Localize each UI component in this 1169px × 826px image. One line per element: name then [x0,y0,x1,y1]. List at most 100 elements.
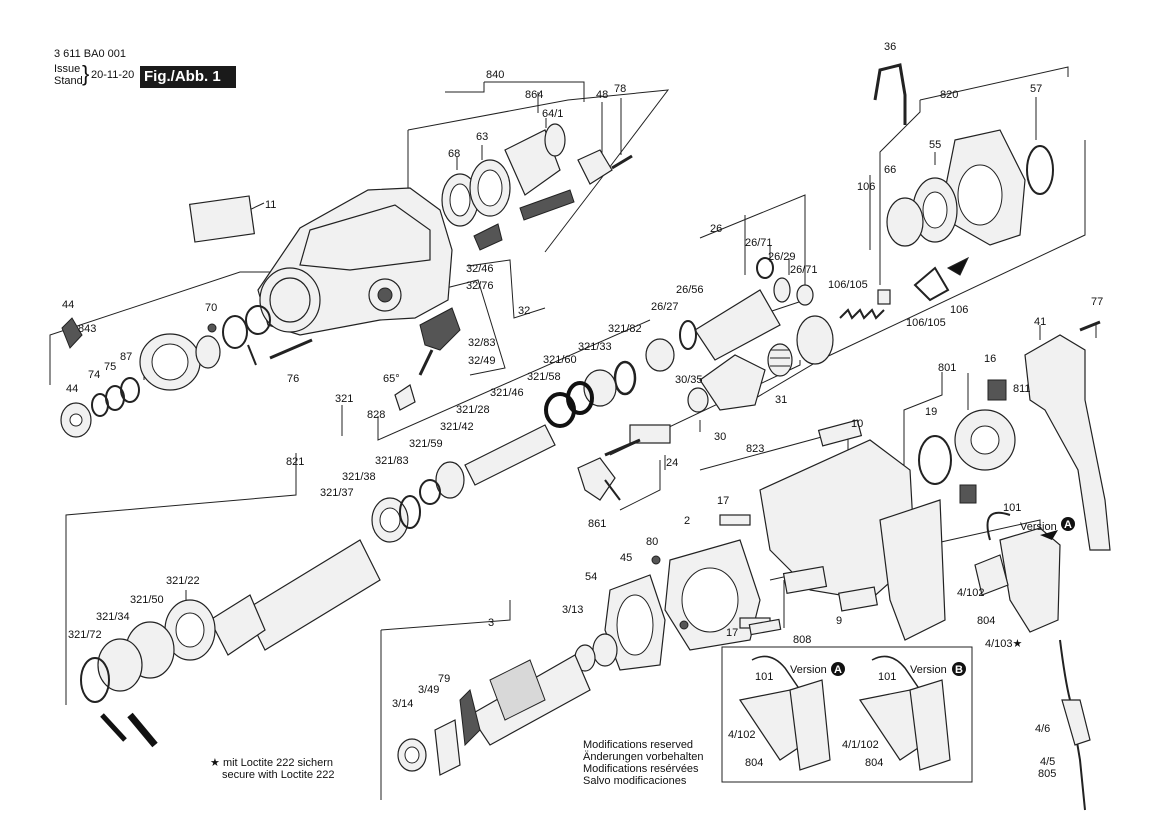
tool-icon-markers [100,712,158,748]
label-820: 820 [940,89,958,101]
mods-de: Änderungen vorbehalten [583,751,704,763]
mods-en: Modifications reserved [583,739,694,751]
switch-808 [974,511,1061,633]
label-79: 79 [438,673,450,685]
label-811: 811 [1013,383,1031,395]
label-821: 821 [286,456,304,468]
label-3: 3 [488,617,494,629]
label-75: 75 [104,361,116,373]
grease-tube-icon [473,189,575,251]
label-63: 63 [476,131,488,143]
spare-parts-label-plate [188,195,256,243]
label-66: 66 [884,164,896,176]
label-30: 30 [714,431,726,443]
bottom-plates-17 [748,565,878,636]
wobble-drive-30 [687,354,766,413]
inset-b-label-101: 101 [878,671,896,683]
bearing-ring-68 [441,173,479,227]
label-41: 41 [1034,316,1046,328]
label-65-deg: 65° [383,373,400,385]
mode-selector-knob [394,307,461,411]
piston-26 [645,257,814,372]
label-321-28: 321/28 [456,404,490,416]
label-78: 78 [614,83,626,95]
needle-sleeve-31 [767,343,793,377]
needle-bearing-63 [469,159,511,217]
label-861: 861 [588,518,606,530]
label-804: 804 [977,615,995,627]
label-44a: 44 [62,299,74,311]
plate-48 [577,149,613,185]
inset-a-label-101: 101 [755,671,773,683]
label-48: 48 [596,89,608,101]
label-76: 76 [287,373,299,385]
stand-label: Stand [54,75,83,87]
label-54: 54 [585,571,597,583]
callout-labels: 840 864 48 78 64/1 63 68 11 36 820 57 55… [62,41,1103,780]
screw-76 [269,338,313,360]
label-17b: 17 [726,627,738,639]
label-3-13: 3/13 [562,604,583,616]
star-icon: ★ [210,757,220,769]
label-321-42: 321/42 [440,421,474,433]
label-843: 843 [78,323,96,335]
figure-tag: Fig./Abb. 1 [140,66,236,88]
label-87: 87 [120,351,132,363]
spring-106 [839,289,891,320]
label-321-38: 321/38 [342,471,376,483]
label-74: 74 [88,369,100,381]
label-26-71b: 26/71 [790,264,818,276]
loctite-note-en: secure with Loctite 222 [222,769,335,781]
label-823: 823 [746,443,764,455]
inset-a-version-badge: A [834,664,842,676]
label-32: 32 [518,305,530,317]
label-3-49: 3/49 [418,684,439,696]
power-cord-4-6 [1059,639,1091,811]
label-44b: 44 [66,383,78,395]
inset-a-label-804: 804 [745,757,763,769]
screw-78 [611,154,633,170]
doc-number: 3 611 BA0 001 [54,48,126,60]
inset-b-version-text: Version [910,664,947,676]
striker-321 [419,360,637,505]
label-26: 26 [710,223,722,235]
label-26-29: 26/29 [768,251,796,263]
label-26-71a: 26/71 [745,237,773,249]
field-2 [651,514,771,651]
label-321-37: 321/37 [320,487,354,499]
tool-holder-assembly-843 [61,305,271,391]
label-321-82: 321/82 [608,323,642,335]
label-9: 9 [836,615,842,627]
label-106a: 106 [857,181,875,193]
label-45: 45 [620,552,632,564]
inset-b-label-804: 804 [865,757,883,769]
issue-label: Issue [54,63,81,75]
label-321-46: 321/46 [490,387,524,399]
label-321-72: 321/72 [68,629,102,641]
label-11: 11 [265,199,276,211]
label-321-59: 321/59 [409,438,443,450]
label-4-103: 4/103★ [985,638,1023,650]
label-3-14: 3/14 [392,698,413,710]
label-32-46: 32/46 [466,263,494,275]
label-805: 805 [1038,768,1056,780]
label-321-33: 321/33 [578,341,612,353]
label-77: 77 [1091,296,1103,308]
motor-housing-10 [759,419,946,641]
brush-plate-801 [918,379,1016,504]
inset-b-label-4-1-102: 4/1/102 [842,739,879,751]
label-4-5: 4/5 [1040,756,1055,768]
label-321-60: 321/60 [543,354,577,366]
label-2: 2 [684,515,690,527]
brace: } [82,61,90,86]
mods-fr: Modifications resérvées [583,763,699,775]
label-36: 36 [884,41,896,53]
label-321-50: 321/50 [130,594,164,606]
label-17a: 17 [717,495,729,507]
label-828: 828 [367,409,385,421]
hammer-housing-gearbox [257,187,453,336]
issue-date: 20-11-20 [91,69,135,81]
label-106b: 106 [950,304,968,316]
label-31: 31 [775,394,787,406]
air-guide-ring-45 [604,574,666,671]
